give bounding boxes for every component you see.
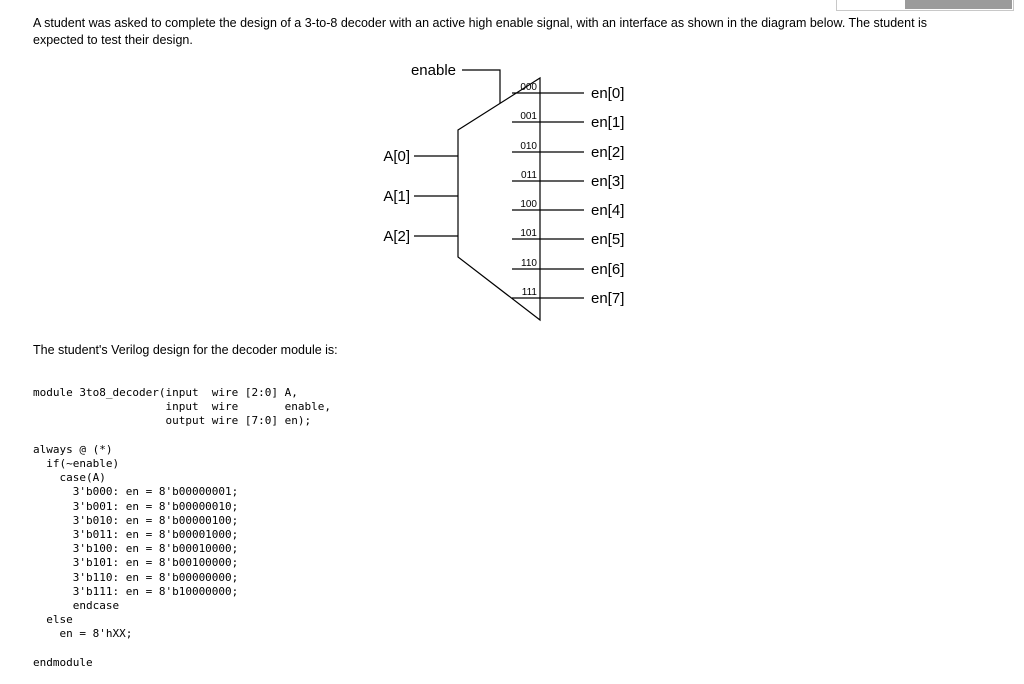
verilog-code-block: module 3to8_decoder(input wire [2:0] A, … xyxy=(33,386,332,669)
decoder-output-row-4: 100 en[4] xyxy=(512,199,624,219)
input-label-a2: A[2] xyxy=(383,228,410,245)
output-label-4: en[4] xyxy=(591,202,624,219)
output-label-3: en[3] xyxy=(591,173,624,190)
output-label-6: en[6] xyxy=(591,261,624,278)
output-label-5: en[5] xyxy=(591,231,624,248)
decoder-output-row-5: 101 en[5] xyxy=(512,228,624,248)
decoder-output-row-2: 010 en[2] xyxy=(512,141,624,161)
decoder-output-row-7: 111 en[7] xyxy=(512,287,624,307)
decoder-input-a0: A[0] xyxy=(383,148,458,165)
output-label-0: en[0] xyxy=(591,85,624,102)
top-right-truncated-control-fill xyxy=(905,0,1012,9)
enable-wire xyxy=(462,69,501,104)
verilog-intro-text: The student's Verilog design for the dec… xyxy=(33,343,338,357)
top-right-truncated-control[interactable] xyxy=(836,0,1014,11)
decoder-body xyxy=(457,76,541,322)
output-label-1: en[1] xyxy=(591,114,624,131)
output-code-0: 000 xyxy=(520,82,537,93)
decoder-output-row-0: 000 en[0] xyxy=(512,82,624,102)
output-label-7: en[7] xyxy=(591,290,624,307)
output-code-7: 111 xyxy=(522,287,538,298)
question-text: A student was asked to complete the desi… xyxy=(33,16,928,48)
output-code-6: 110 xyxy=(521,258,537,269)
decoder-diagram: enable A[0] A[1] A[2] 000 en[0] 001 en[1… xyxy=(383,62,624,322)
input-label-a0: A[0] xyxy=(383,148,410,165)
decoder-output-row-3: 011 en[3] xyxy=(512,170,624,190)
decoder-output-row-6: 110 en[6] xyxy=(512,258,624,278)
decoder-output-row-1: 001 en[1] xyxy=(512,111,624,131)
output-code-4: 100 xyxy=(520,199,537,210)
output-code-2: 010 xyxy=(520,141,537,152)
output-code-1: 001 xyxy=(520,111,537,122)
input-label-a1: A[1] xyxy=(383,188,410,205)
output-code-3: 011 xyxy=(521,170,537,181)
output-code-5: 101 xyxy=(520,228,537,239)
output-label-2: en[2] xyxy=(591,144,624,161)
enable-label: enable xyxy=(411,62,456,79)
decoder-input-a2: A[2] xyxy=(383,228,458,245)
decoder-input-a1: A[1] xyxy=(383,188,458,205)
